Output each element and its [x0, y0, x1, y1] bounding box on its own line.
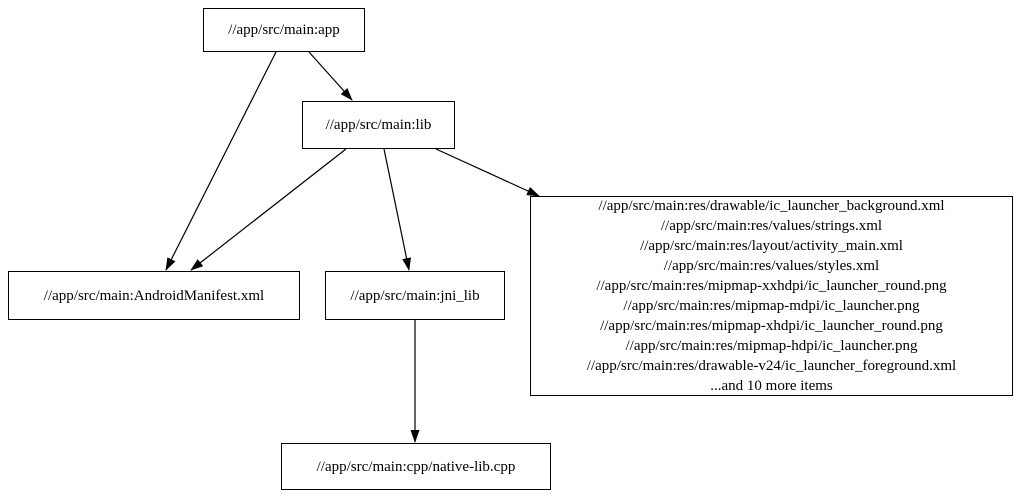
node-jni-lib: //app/src/main:jni_lib: [325, 271, 505, 320]
edge-lib-to-manifest: [190, 148, 347, 271]
node-lib: //app/src/main:lib: [302, 101, 455, 149]
edge-lib-to-resources: [435, 148, 540, 197]
resource-item: //app/src/main:res/mipmap-xxhdpi/ic_laun…: [596, 278, 947, 294]
node-lib-label: //app/src/main:lib: [325, 117, 432, 133]
resource-item: //app/src/main:res/mipmap-hdpi/ic_launch…: [625, 338, 918, 354]
resource-item: //app/src/main:res/drawable-v24/ic_launc…: [586, 358, 957, 374]
node-jni-lib-label: //app/src/main:jni_lib: [350, 287, 480, 304]
resource-item: //app/src/main:res/layout/activity_main.…: [640, 238, 903, 254]
edge-lib-to-jni-lib: [383, 148, 411, 271]
node-resources-group: //app/src/main:res/drawable/ic_launcher_…: [530, 196, 1013, 396]
resource-item: //app/src/main:res/values/styles.xml: [663, 258, 880, 274]
node-app-label: //app/src/main:app: [228, 22, 340, 38]
resource-item: //app/src/main:res/values/strings.xml: [660, 218, 883, 234]
node-android-manifest: //app/src/main:AndroidManifest.xml: [8, 271, 300, 320]
resource-item: //app/src/main:res/mipmap-mdpi/ic_launch…: [623, 298, 920, 314]
edge-app-to-manifest: [165, 51, 277, 271]
resource-item: //app/src/main:res/mipmap-xhdpi/ic_launc…: [600, 318, 943, 334]
edge-app-to-lib: [308, 51, 353, 101]
resource-item: //app/src/main:res/drawable/ic_launcher_…: [598, 198, 945, 214]
node-native-lib-cpp-label: //app/src/main:cpp/native-lib.cpp: [316, 458, 516, 475]
resource-more-items: ...and 10 more items: [710, 378, 833, 394]
node-android-manifest-label: //app/src/main:AndroidManifest.xml: [43, 287, 265, 304]
node-native-lib-cpp: //app/src/main:cpp/native-lib.cpp: [281, 443, 551, 490]
node-app: //app/src/main:app: [203, 8, 365, 52]
